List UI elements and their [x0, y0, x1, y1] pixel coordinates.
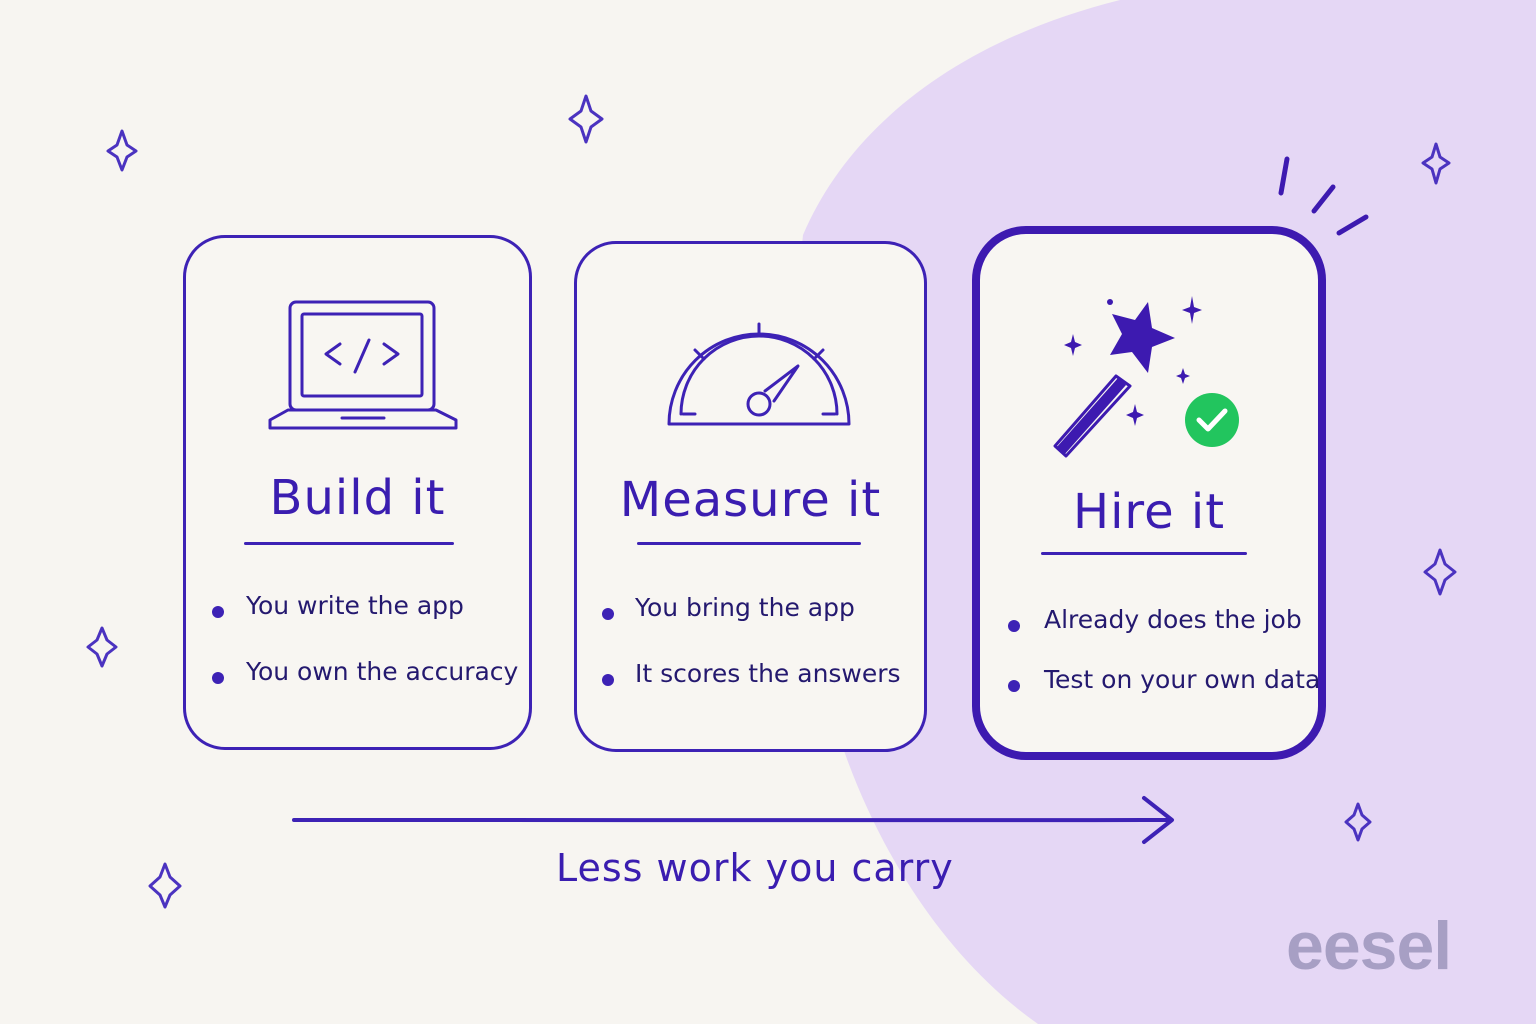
sparkle-icon	[148, 862, 182, 909]
bullet-dot	[1008, 680, 1020, 692]
sparkle-icon	[86, 626, 118, 668]
bullet-text: Already does the job	[1044, 605, 1302, 634]
sparkle-icon	[1423, 548, 1457, 596]
bullet-text: You bring the app	[635, 593, 855, 622]
bullet-text: It scores the answers	[635, 659, 901, 688]
sparkle-icon	[106, 129, 138, 172]
bullet-dot	[602, 608, 614, 620]
card-bullet-list: You write the app You own the accuracy	[186, 586, 529, 718]
card-build: Build it You write the app You own the a…	[183, 235, 532, 750]
highlight-burst-icon	[1278, 156, 1369, 236]
bullet-text: You write the app	[246, 591, 464, 620]
sparkle-icon	[568, 94, 604, 144]
card-title: Hire it	[1072, 484, 1226, 540]
brand-logo: eesel	[1286, 908, 1452, 984]
sparkle-icon	[1421, 142, 1451, 185]
card-bullet-list: You bring the app It scores the answers	[577, 588, 924, 720]
card-title: Measure it	[619, 472, 882, 528]
arrow-right-icon	[292, 796, 1174, 844]
flow-label: Less work you carry	[556, 846, 954, 890]
laptop-code-icon	[268, 300, 458, 430]
speedometer-icon	[667, 322, 851, 426]
title-underline	[244, 542, 454, 545]
bullet-dot	[212, 672, 224, 684]
sparkle-icon	[1344, 802, 1372, 842]
list-item: Already does the job	[980, 600, 1318, 660]
title-underline	[637, 542, 861, 545]
card-bullet-list: Already does the job Test on your own da…	[980, 600, 1321, 720]
card-title: Build it	[269, 470, 446, 526]
list-item: Test on your own data	[980, 660, 1321, 720]
bullet-text: You own the accuracy	[246, 657, 519, 686]
list-item: You write the app	[186, 586, 529, 652]
card-hire: Hire it Already does the job Test on you…	[972, 226, 1326, 760]
list-item: It scores the answers	[577, 654, 924, 720]
sparkle-group	[86, 94, 1457, 909]
list-item: You bring the app	[577, 588, 924, 654]
magic-wand-icon	[1053, 296, 1202, 458]
title-underline	[1041, 552, 1247, 555]
list-item: You own the accuracy	[186, 652, 529, 718]
checkmark-badge-icon	[1185, 393, 1239, 447]
bullet-dot	[1008, 620, 1020, 632]
card-measure: Measure it You bring the app It scores t…	[574, 241, 927, 752]
bullet-dot	[212, 606, 224, 618]
bullet-text: Test on your own data	[1044, 665, 1321, 694]
bullet-dot	[602, 674, 614, 686]
